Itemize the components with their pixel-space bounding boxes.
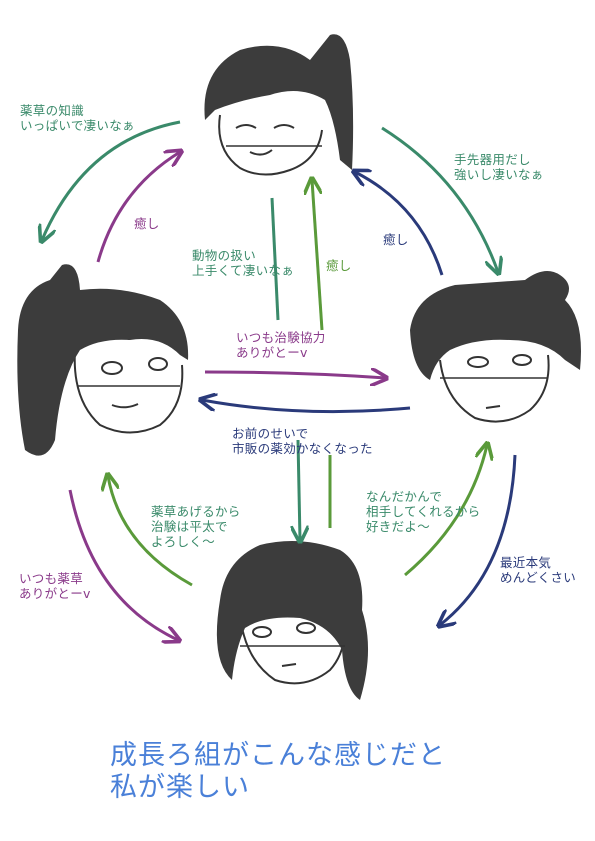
arrow-right-to-left [202, 400, 411, 414]
arrow-top-to-bottom [270, 197, 280, 321]
arrow-bottom-to-left [108, 476, 193, 587]
label-bottom-to-right: なんだかんで 相手してくれるから 好きだよ〜 [366, 489, 481, 534]
arrow-right-to-top [355, 172, 444, 276]
character-top [204, 34, 354, 176]
label-bottom-to-left: 薬草あげるから 治験は平太で よろしく〜 [151, 504, 241, 549]
character-left [17, 264, 189, 456]
label-right-to-bottom: 最近本気 めんどくさい [500, 555, 577, 585]
character-bottom [216, 541, 369, 700]
label-right-to-top: 癒し [383, 232, 409, 247]
character-right [410, 271, 581, 423]
label-right-to-left: お前のせいで 市販の薬効かなくなった [232, 426, 373, 456]
label-left-to-top: 癒し [134, 216, 160, 231]
arrow-left-to-top [96, 152, 180, 263]
arrow-left-to-right [204, 372, 385, 378]
label-bottom-to-top: 癒し [326, 258, 352, 273]
label-left-to-right: いつも治験協力 ありがとーv [236, 330, 326, 360]
arrow-bottom-to-top [312, 180, 324, 331]
label-left-to-bottom: いつも薬草 ありがとーv [19, 571, 91, 601]
arrow-bottom-to-right [404, 445, 487, 577]
label-top-to-bottom: 動物の扱い 上手くて凄いなぁ [192, 248, 295, 278]
caption: 成長ろ組がこんな感じだと 私が楽しい [110, 740, 446, 803]
arrow-top-to-bottom-lower [298, 439, 300, 540]
label-top-to-left: 薬草の知識 いっぱいで凄いなぁ [20, 103, 135, 133]
arrow-left-to-bottom [68, 489, 178, 640]
arrow-right-to-bottom [440, 454, 517, 625]
label-top-to-right: 手先器用だし 強いし凄いなぁ [454, 152, 544, 182]
arrow-top-to-left [42, 120, 181, 240]
arrow-top-to-right [381, 126, 498, 272]
